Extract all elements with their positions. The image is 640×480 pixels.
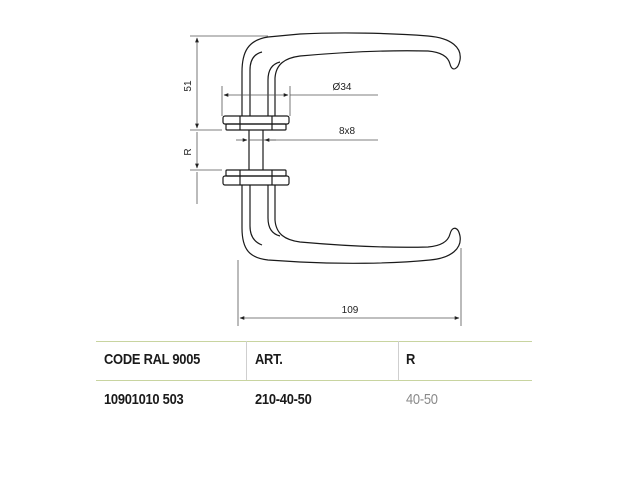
header-code: CODE RAL 9005 [104,351,201,368]
cell-code: 10901010 503 [104,391,184,408]
table-header-rule [96,380,532,381]
header-r: R [406,351,416,368]
dim-height-label: 51 [183,80,194,92]
dim-rosette-diameter-label: Ø34 [333,82,352,93]
cell-r: 40-50 [406,391,438,408]
dim-lever-length-label: 109 [342,305,359,316]
table-column-divider [398,341,399,380]
table-top-rule [96,341,532,342]
lower-lever-handle [241,185,461,264]
dim-door-thickness [190,132,222,204]
dim-rosette-diameter [221,86,378,116]
table-header-row: CODE RAL 9005 ART. R [96,340,532,380]
dim-spindle-label: 8x8 [339,126,356,137]
table-column-divider [246,341,247,380]
cell-art: 210-40-50 [255,391,312,408]
technical-drawing: 51 R Ø34 8x8 109 [183,32,462,326]
spec-table: CODE RAL 9005 ART. R 10901010 503 210-40… [96,340,532,420]
square-spindle [248,130,264,170]
dim-height [190,35,268,131]
header-art: ART. [255,351,283,368]
table-row: 10901010 503 210-40-50 40-50 [96,380,532,420]
upper-lever-handle [241,32,461,116]
dim-door-thickness-label: R [183,148,194,155]
lower-rosette [222,169,290,186]
dim-lever-length [237,248,462,326]
upper-rosette [222,115,290,131]
